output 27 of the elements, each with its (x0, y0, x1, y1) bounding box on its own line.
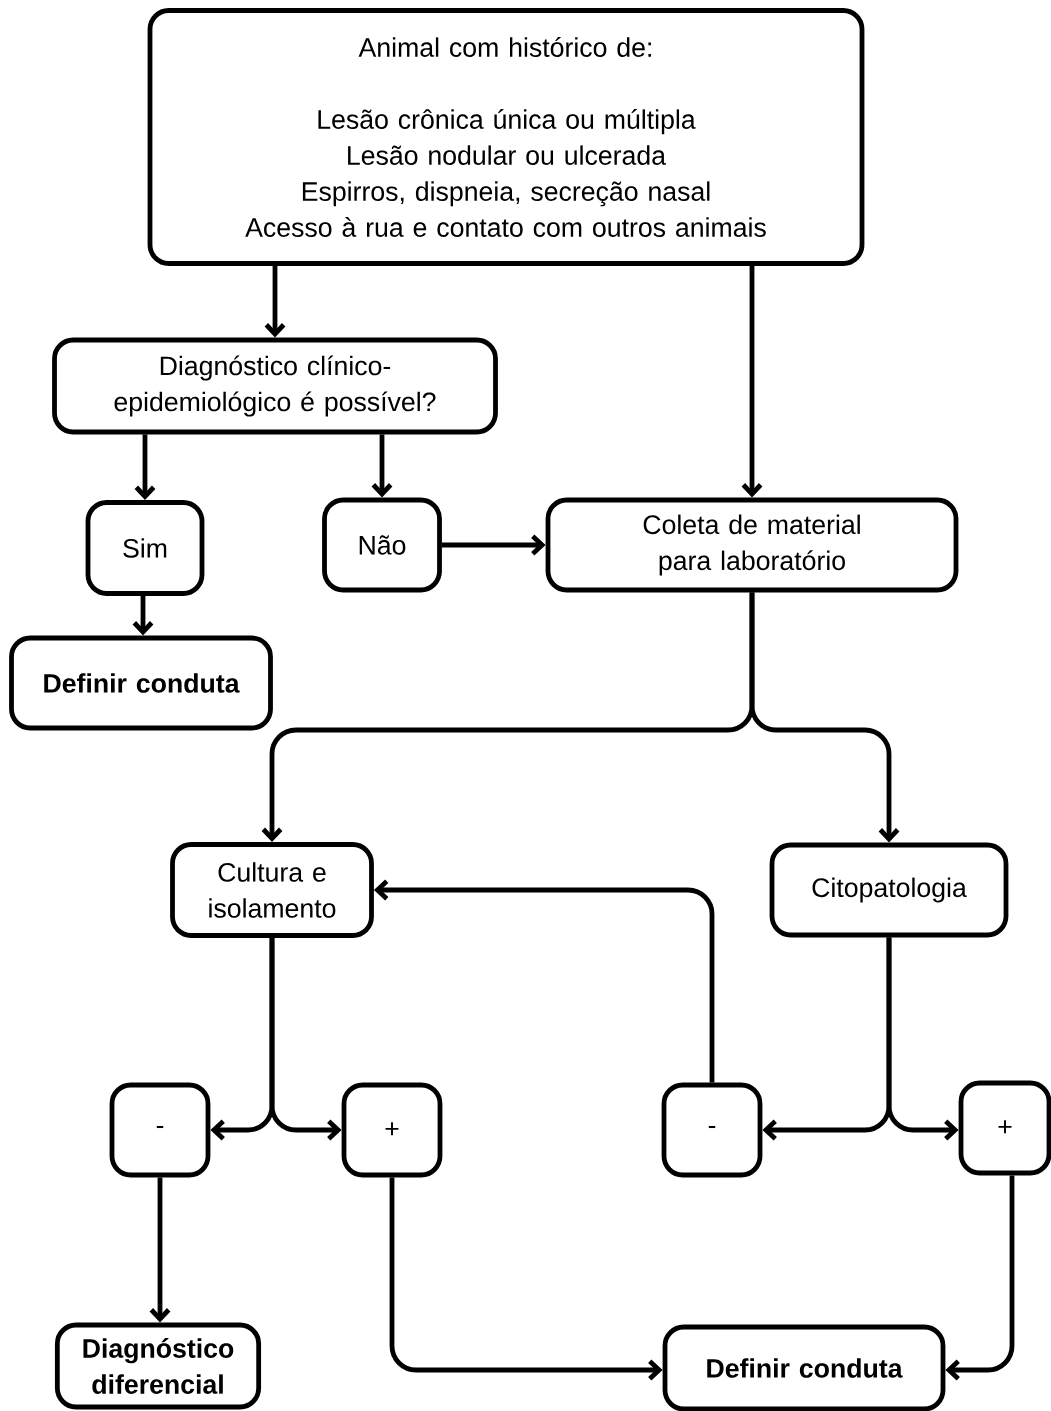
arrow (149, 1177, 171, 1323)
result-box: Diagnóstico diferencial (54, 1322, 262, 1410)
arrow (132, 595, 154, 636)
arrow (886, 937, 959, 1141)
process-box: Sim (85, 500, 205, 596)
process-box: + (341, 1082, 443, 1178)
process-box: Cultura e isolamento (170, 842, 374, 938)
arrow (264, 265, 286, 338)
process-box: + (958, 1080, 1051, 1176)
process-box: Não (322, 497, 442, 593)
arrow (441, 534, 546, 556)
result-box: Definir conduta (9, 635, 273, 731)
arrow (389, 1177, 663, 1381)
arrow (741, 265, 763, 498)
process-box: Coleta de material para laboratório (545, 497, 959, 593)
arrow (269, 937, 342, 1141)
arrow (749, 592, 900, 843)
history-box: Animal com histórico de: Lesão crônica única ou múltipla Lesão nodular ou ulcerada Espirros, dispneia, secreção nasal Acesso à rua e contato com outros animais (147, 8, 865, 266)
arrow (371, 434, 393, 498)
process-box: Citopatologia (769, 842, 1009, 938)
process-box: - (661, 1082, 763, 1178)
process-box: - (109, 1082, 211, 1178)
result-box: Definir conduta (662, 1324, 946, 1411)
question-box: Diagnóstico clínico-epidemiológico é possível? (52, 337, 498, 435)
arrow (134, 434, 156, 501)
arrow (945, 1175, 1015, 1381)
arrow (373, 879, 715, 1083)
